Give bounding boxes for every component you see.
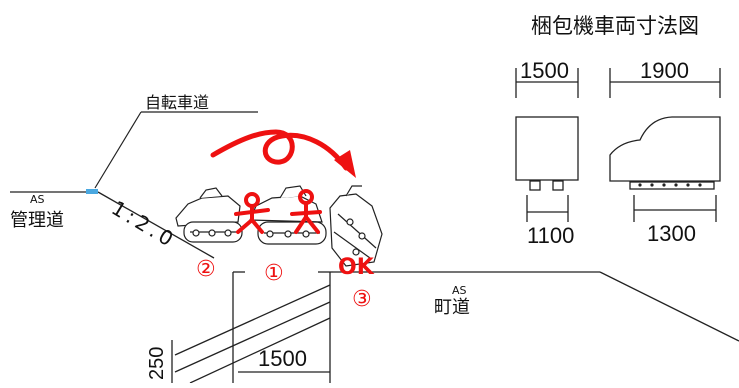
operator-figure-center — [290, 189, 322, 234]
machine-2 — [175, 187, 243, 243]
machine-3 — [329, 185, 383, 267]
marker-2: ② — [196, 257, 216, 282]
ground-profile — [10, 191, 739, 342]
marker-3: ③ — [352, 287, 372, 312]
label-town-road: 町道 — [434, 297, 470, 318]
move-arrow — [210, 129, 349, 171]
bicycle-road-leader — [94, 111, 258, 189]
label-bicycle-road: 自転車道 — [145, 93, 209, 112]
marker-1: ① — [264, 261, 284, 286]
diagram-title: 梱包機車両寸法図 — [531, 14, 699, 38]
dim-package-width: 1500 — [520, 58, 569, 83]
dim-ditch-depth: 250 — [146, 347, 168, 380]
road-edge-marker — [86, 189, 98, 194]
package-box-front-view — [515, 68, 579, 222]
machine-1 — [249, 185, 327, 245]
dim-ditch-width: 1500 — [258, 346, 307, 371]
ok-label: OK — [338, 255, 375, 280]
vehicle-side-view — [609, 68, 721, 222]
label-as-left: AS — [30, 193, 45, 206]
move-arrow-head — [334, 150, 356, 178]
ditch — [171, 271, 333, 384]
vehicle-wheels — [638, 183, 702, 187]
operator-figure-left — [234, 192, 270, 234]
dim-vehicle-length: 1900 — [640, 58, 689, 83]
label-management-road: 管理道 — [10, 210, 64, 231]
dim-vehicle-base: 1300 — [647, 221, 696, 246]
dim-package-base: 1100 — [527, 223, 574, 248]
label-slope: 1:2.0 — [107, 196, 180, 253]
label-as-right: AS — [452, 284, 467, 297]
